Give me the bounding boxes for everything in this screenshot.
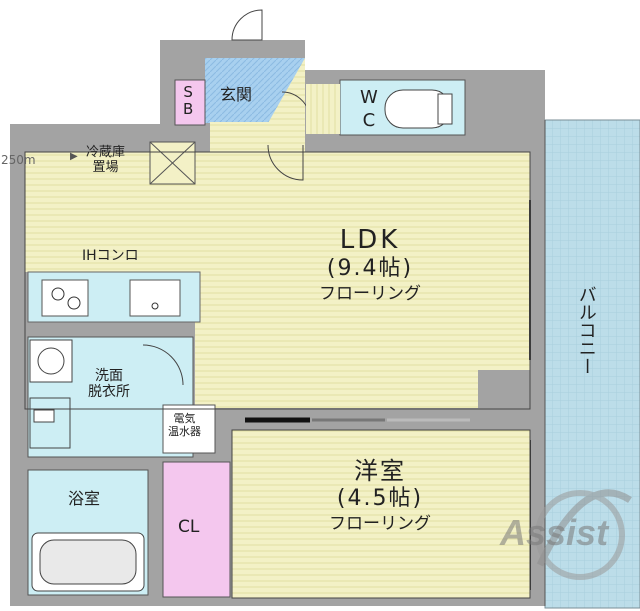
western-name: 洋室 <box>354 457 406 485</box>
inner-outlines <box>24 151 531 599</box>
bathroom <box>27 469 149 596</box>
wc-room <box>306 79 466 136</box>
western-room-label: 洋室 (4.5帖) フローリング <box>295 457 465 534</box>
fridge-arrow-icon: ▶ <box>70 151 78 162</box>
fridge-label: 冷蔵庫 置場 <box>86 145 126 175</box>
ldk-label: LDK (9.4帖) フローリング <box>285 225 455 305</box>
ih-stove-label: IHコンロ <box>82 248 139 264</box>
washroom <box>27 336 194 458</box>
entrance-label: 玄関 <box>220 85 253 104</box>
closet-label: CL <box>178 517 200 537</box>
bath-label: 浴室 <box>68 489 101 508</box>
closet <box>162 461 231 598</box>
ldk-size: (9.4帖) <box>326 255 414 281</box>
shoe-box <box>174 79 206 126</box>
entrance-area <box>205 9 311 181</box>
ldk-name: LDK <box>339 225 401 255</box>
balcony-label: バルコニー <box>575 285 597 375</box>
western-floor: フローリング <box>329 513 431 534</box>
ih-cooktop <box>41 279 89 317</box>
watermark-text: Assist <box>500 512 609 553</box>
western-room <box>232 417 530 598</box>
ldk-room <box>25 141 530 410</box>
washroom-label: 洗面 脱衣所 <box>88 368 130 401</box>
dimension-mark: 250m <box>1 153 36 167</box>
water-heater <box>162 404 216 454</box>
kitchen-sink <box>129 279 181 317</box>
watermark-logo <box>535 489 632 580</box>
sb-label: S B <box>183 83 194 119</box>
water-heater-label: 電気 温水器 <box>168 412 201 438</box>
wc-label: W C <box>360 87 378 132</box>
ldk-floor: フローリング <box>319 284 421 305</box>
western-size: (4.5帖) <box>336 485 424 511</box>
